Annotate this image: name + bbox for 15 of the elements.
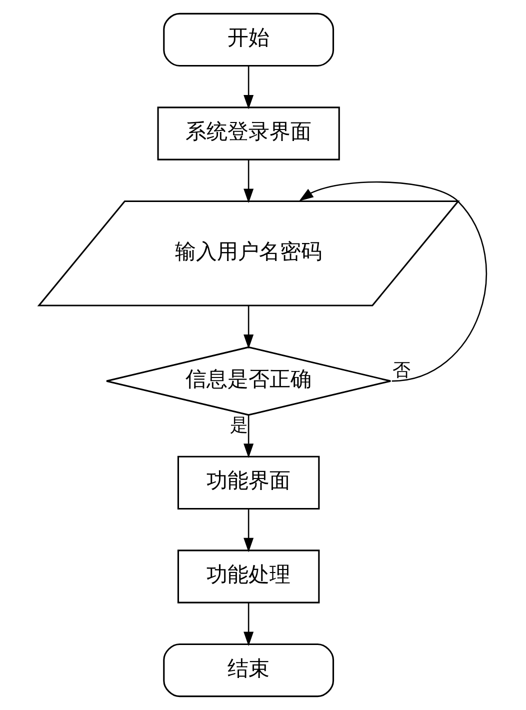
edge-label: 是 (230, 414, 248, 436)
arrow (299, 181, 487, 382)
node-box: 开始 (163, 12, 334, 67)
node-box: 系统登录界面 (157, 106, 340, 160)
node-box: 结束 (163, 643, 334, 698)
node-diamond: 信息是否正确 (106, 346, 392, 416)
node-box: 功能处理 (177, 550, 320, 604)
arrow (244, 508, 254, 552)
arrow (244, 66, 254, 110)
arrow (244, 160, 254, 204)
node-box: 功能界面 (177, 456, 320, 510)
edge-label: 否 (392, 360, 411, 382)
arrow (244, 306, 254, 349)
arrow (244, 602, 254, 646)
arrow (244, 415, 254, 458)
